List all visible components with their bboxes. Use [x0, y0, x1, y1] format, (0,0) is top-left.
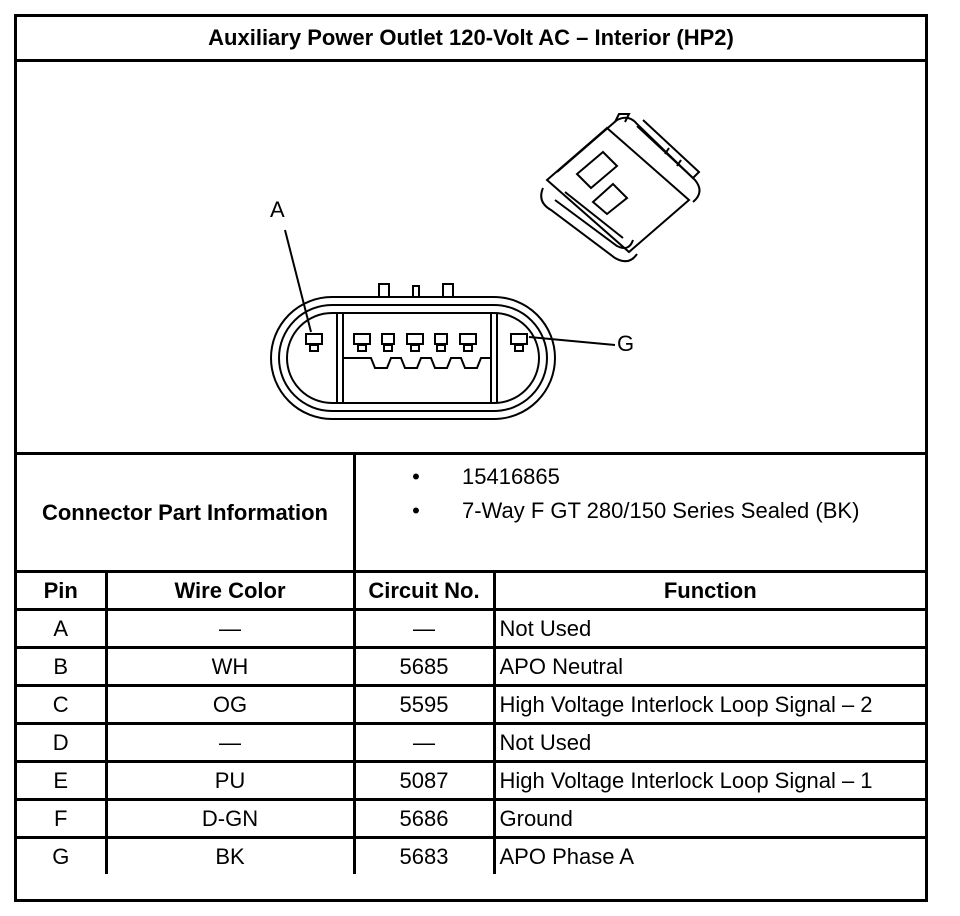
cell-function: High Voltage Interlock Loop Signal – 1 — [492, 760, 925, 801]
header-function: Function — [492, 573, 925, 611]
connector-face — [270, 283, 556, 420]
cell-pin: G — [17, 836, 108, 874]
header-pin: Pin — [17, 573, 108, 611]
cell-function: APO Phase A — [492, 836, 925, 874]
header-circuit-no: Circuit No. — [352, 573, 496, 611]
part-info-item: • 15416865 — [356, 461, 925, 493]
connector-illustration — [270, 113, 701, 420]
header-wire-color: Wire Color — [104, 573, 356, 611]
cell-wire-color: BK — [104, 836, 356, 874]
cell-pin: C — [17, 684, 108, 725]
cell-pin: B — [17, 646, 108, 687]
cell-wire-color: — — [104, 722, 356, 763]
connector-description: 7-Way F GT 280/150 Series Sealed (BK) — [462, 498, 860, 523]
cell-pin: F — [17, 798, 108, 839]
cell-function: Not Used — [492, 722, 925, 763]
cell-function: APO Neutral — [492, 646, 925, 687]
cell-pin: E — [17, 760, 108, 801]
table-row: E PU 5087 High Voltage Interlock Loop Si… — [17, 760, 925, 801]
connector-part-info-values: • 15416865 • 7-Way F GT 280/150 Series S… — [356, 455, 925, 573]
cell-function: High Voltage Interlock Loop Signal – 2 — [492, 684, 925, 725]
callout-a: A — [270, 197, 285, 222]
cell-wire-color: — — [104, 608, 356, 649]
connector-sheet: Auxiliary Power Outlet 120-Volt AC – Int… — [14, 14, 928, 902]
leader-line-a — [284, 229, 312, 333]
cell-function: Ground — [492, 798, 925, 839]
connector-iso-view — [540, 113, 701, 263]
pin-cavities — [305, 333, 528, 352]
cell-wire-color: PU — [104, 760, 356, 801]
cell-wire-color: D-GN — [104, 798, 356, 839]
cell-circuit: 5683 — [352, 836, 496, 874]
table-row: A — — Not Used — [17, 608, 925, 649]
cell-wire-color: OG — [104, 684, 356, 725]
table-header-row: Pin Wire Color Circuit No. Function — [17, 573, 925, 611]
bullet-icon: • — [412, 464, 420, 489]
callout-g: G — [617, 331, 635, 356]
pinout-table: Pin Wire Color Circuit No. Function A — … — [17, 573, 925, 874]
table-row: F D-GN 5686 Ground — [17, 798, 925, 839]
cell-function: Not Used — [492, 608, 925, 649]
part-number: 15416865 — [462, 464, 560, 489]
cell-wire-color: WH — [104, 646, 356, 687]
table-row: D — — Not Used — [17, 722, 925, 763]
cell-circuit: 5087 — [352, 760, 496, 801]
table-row: G BK 5683 APO Phase A — [17, 836, 925, 874]
cell-pin: A — [17, 608, 108, 649]
connector-figure: A G — [17, 62, 925, 455]
cell-circuit: 5686 — [352, 798, 496, 839]
bullet-icon: • — [412, 498, 420, 523]
table-row: B WH 5685 APO Neutral — [17, 646, 925, 687]
cell-pin: D — [17, 722, 108, 763]
cell-circuit: — — [352, 608, 496, 649]
cell-circuit: 5595 — [352, 684, 496, 725]
leader-line-g — [528, 336, 616, 346]
cell-circuit: 5685 — [352, 646, 496, 687]
connector-part-info-label: Connector Part Information — [17, 455, 356, 573]
table-row: C OG 5595 High Voltage Interlock Loop Si… — [17, 684, 925, 725]
part-info-item: • 7-Way F GT 280/150 Series Sealed (BK) — [356, 495, 925, 527]
cell-circuit: — — [352, 722, 496, 763]
page-title: Auxiliary Power Outlet 120-Volt AC – Int… — [17, 17, 925, 62]
